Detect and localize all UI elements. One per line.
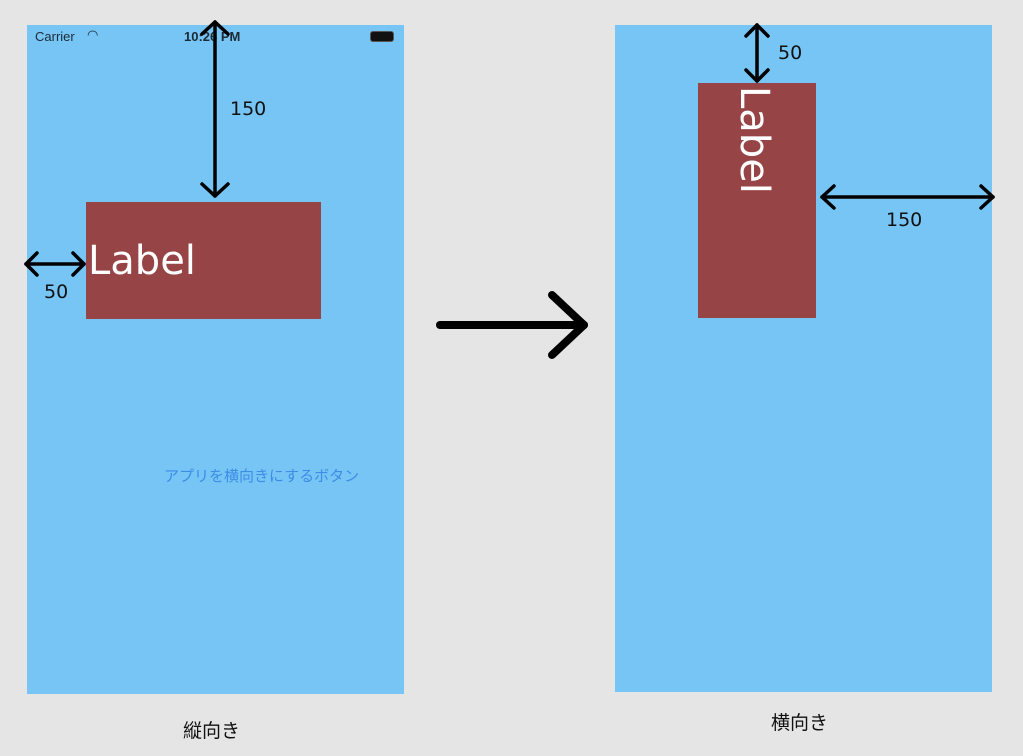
portrait-left-margin-arrow bbox=[24, 251, 86, 277]
rotate-landscape-button[interactable]: アプリを横向きにするボタン bbox=[164, 467, 360, 485]
landscape-top-margin-value: 50 bbox=[778, 42, 803, 64]
portrait-label: Label bbox=[88, 238, 196, 284]
landscape-top-margin-arrow bbox=[744, 23, 770, 83]
portrait-caption: 縦向き bbox=[183, 720, 241, 742]
landscape-caption: 横向き bbox=[771, 712, 829, 734]
portrait-label-box bbox=[86, 202, 321, 319]
landscape-right-margin-value: 150 bbox=[886, 209, 923, 231]
portrait-left-margin-value: 50 bbox=[44, 281, 69, 303]
battery-icon bbox=[370, 31, 394, 42]
landscape-label-box bbox=[698, 83, 816, 318]
landscape-right-margin-arrow bbox=[820, 184, 995, 210]
wifi-icon: ◠ bbox=[87, 28, 99, 43]
carrier-label: Carrier bbox=[35, 29, 75, 44]
portrait-top-margin-arrow bbox=[200, 20, 230, 198]
portrait-top-margin-value: 150 bbox=[230, 98, 267, 120]
transition-arrow bbox=[436, 291, 588, 359]
